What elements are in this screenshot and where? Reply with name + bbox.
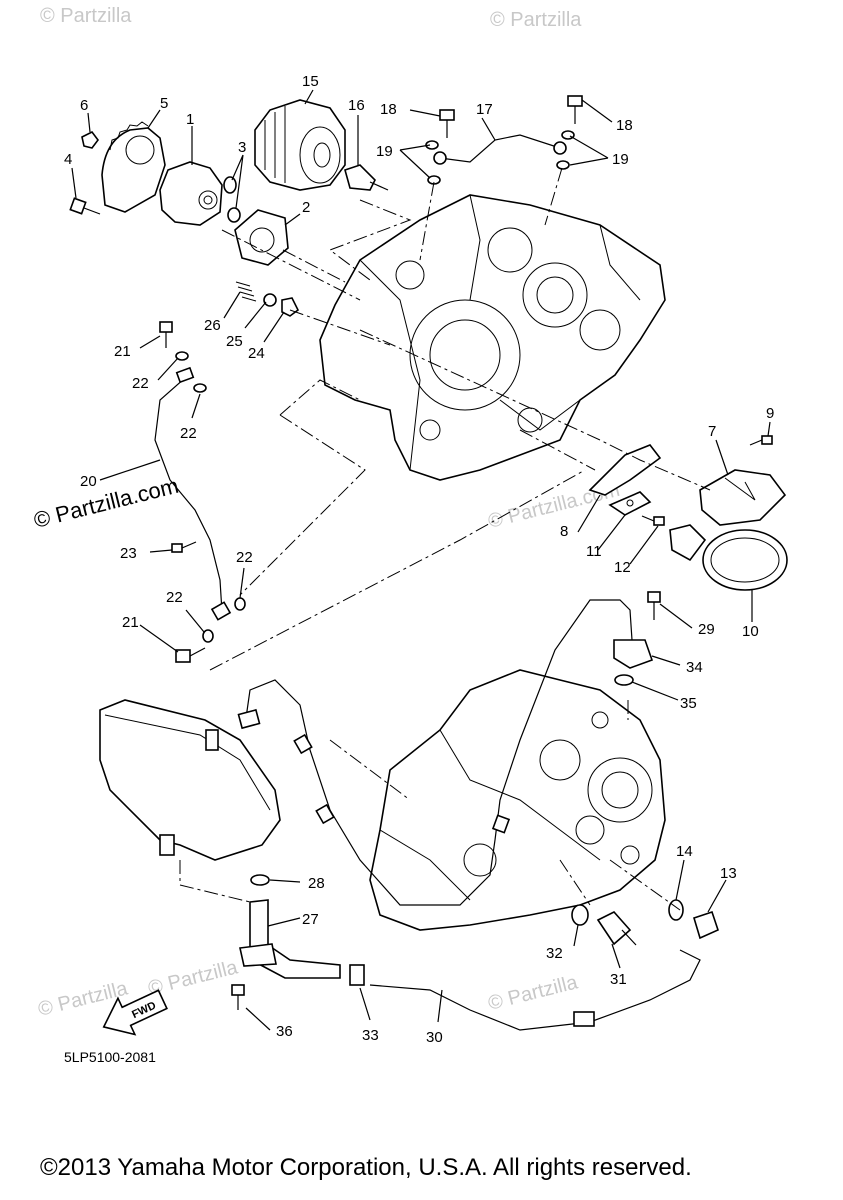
hose-fitting-34: [509, 599, 654, 771]
clamp-33: [349, 964, 365, 986]
callout-36: 36: [276, 1023, 293, 1040]
callout-13: 13: [720, 865, 737, 882]
callout-22-c: 22: [236, 549, 253, 566]
oil-pump-gear: [101, 121, 166, 213]
bolt-29: [647, 591, 661, 620]
union-bolt-21-bottom: [175, 647, 206, 663]
callout-9: 9: [766, 405, 774, 422]
callout-4: 4: [64, 151, 72, 168]
callout-3: 3: [238, 139, 246, 156]
plate-8: [588, 444, 662, 496]
callout-35: 35: [680, 695, 697, 712]
washer-32: [571, 904, 589, 926]
callout-14: 14: [676, 843, 693, 860]
callout-5: 5: [160, 95, 168, 112]
oil-strainer: [669, 524, 788, 591]
callout-8: 8: [560, 523, 568, 540]
union-bolt-21-top: [159, 321, 173, 348]
bolt-23: [171, 541, 197, 553]
callout-33: 33: [362, 1027, 379, 1044]
bolt-36: [231, 984, 245, 1010]
callout-24: 24: [248, 345, 265, 362]
callout-20: 20: [80, 473, 97, 490]
callout-16: 16: [348, 97, 365, 114]
gasket: [234, 209, 289, 266]
callout-28: 28: [308, 875, 325, 892]
callout-22-d: 22: [166, 589, 183, 606]
washer-14: [668, 899, 684, 921]
bolt-12: [641, 515, 665, 526]
diagram-code: 5LP5100-2081: [64, 1049, 156, 1065]
lower-crankcase: [369, 669, 666, 931]
copyright-notice: ©2013 Yamaha Motor Corporation, U.S.A. A…: [40, 1154, 692, 1181]
callout-25: 25: [226, 333, 243, 350]
ball: [263, 293, 277, 307]
oil-tank: [99, 699, 281, 861]
assembly-lines: [179, 167, 711, 911]
callout-15: 15: [302, 73, 319, 90]
callout-11: 11: [586, 543, 602, 560]
callout-19-right: 19: [612, 151, 629, 168]
plug: [281, 297, 300, 317]
oil-pump: [159, 161, 223, 226]
o-ring-35: [614, 674, 634, 686]
union-bolt-right: [567, 95, 583, 124]
clip: [81, 130, 99, 149]
oil-pipe-left: [154, 366, 232, 621]
watermark-top-right: © Partzilla: [490, 9, 582, 31]
oil-hose-30: [237, 679, 701, 1031]
callout-22-a: 22: [132, 375, 149, 392]
callout-22-b: 22: [180, 425, 197, 442]
washers-22: [175, 351, 246, 643]
callout-18-right: 18: [616, 117, 633, 134]
washers-19: [425, 130, 575, 185]
callout-1: 1: [186, 111, 194, 128]
bracket-11: [608, 491, 652, 516]
callout-21-bottom: 21: [122, 614, 139, 631]
callout-26: 26: [204, 317, 221, 334]
callout-32: 32: [546, 945, 563, 962]
callout-12: 12: [614, 559, 631, 576]
spring: [235, 281, 257, 302]
oil-pipe-27: [239, 899, 341, 979]
watermark-main: © Partzilla.com: [31, 473, 181, 533]
callout-18-left: 18: [380, 101, 397, 118]
strainer-cover: [699, 469, 787, 526]
callout-10: 10: [742, 623, 759, 640]
callout-leaders: [71, 89, 771, 1031]
union-31: [596, 911, 637, 946]
o-rings: [223, 176, 241, 223]
fwd-arrow: FWD: [102, 989, 168, 1036]
oil-pipe-upper: [433, 134, 567, 165]
watermark-bottom-right: © Partzilla: [486, 971, 581, 1015]
upper-crankcase: [319, 194, 666, 481]
oil-sensor: [344, 164, 389, 191]
callout-23: 23: [120, 545, 137, 562]
callout-2: 2: [302, 199, 310, 216]
callout-21-top: 21: [114, 343, 131, 360]
bolt-4: [69, 197, 101, 215]
union-bolt-left: [439, 109, 455, 138]
oil-filter: [254, 99, 346, 191]
callout-numbers: 1 2 3 4 5 6 7 8 9 10 11 12 13 14 15 16 1…: [64, 73, 774, 1046]
plug-bolt-13: [693, 910, 719, 940]
callout-29: 29: [698, 621, 715, 638]
watermark-top-left: © Partzilla: [40, 5, 132, 27]
callout-17: 17: [476, 101, 493, 118]
callout-30: 30: [426, 1029, 443, 1046]
bolt-9: [749, 435, 773, 446]
o-ring-28: [250, 874, 270, 886]
callout-34: 34: [686, 659, 703, 676]
callout-27: 27: [302, 911, 319, 928]
callout-6: 6: [80, 97, 88, 114]
callout-19-left: 19: [376, 143, 393, 160]
callout-31: 31: [610, 971, 627, 988]
callout-7: 7: [708, 423, 716, 440]
